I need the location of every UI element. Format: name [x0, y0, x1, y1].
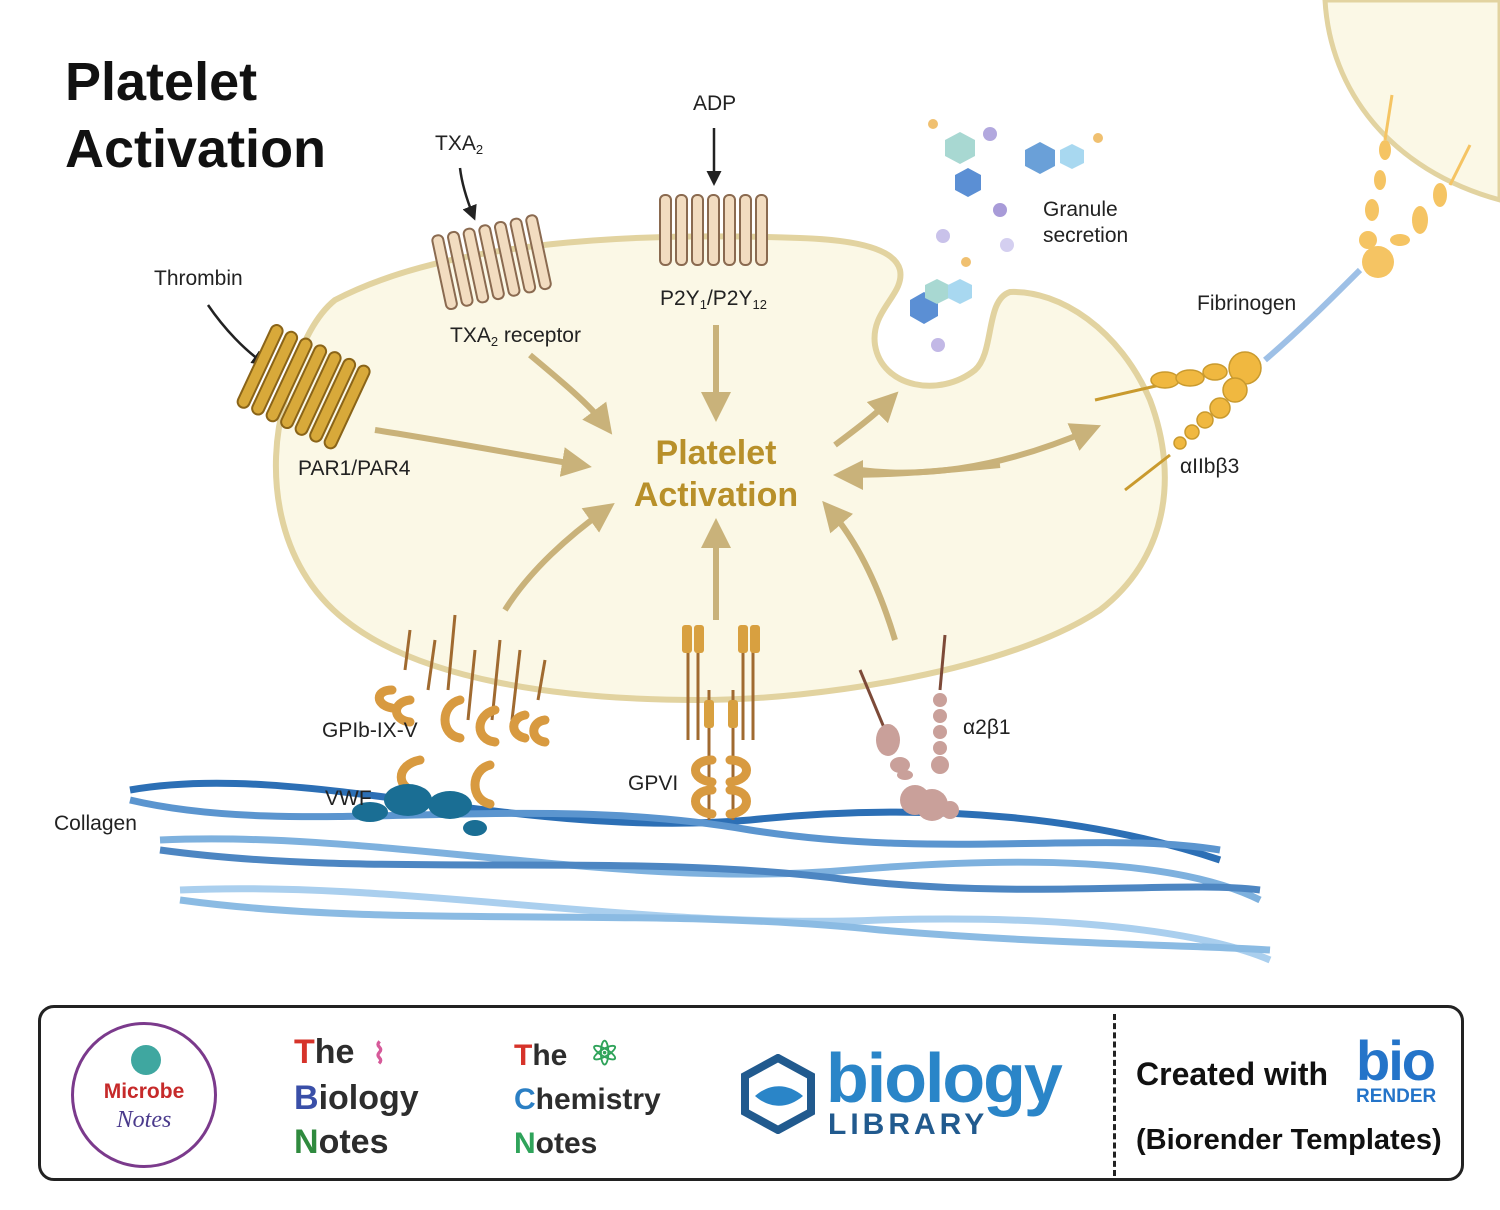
- a2b1-label: α2β1: [963, 716, 1011, 739]
- granule-molecule-icon: [910, 119, 1103, 352]
- fibrinogen-label: Fibrinogen: [1197, 292, 1296, 315]
- adp-label: ADP: [693, 92, 736, 115]
- microbe-notes-label-2: Notes: [116, 1107, 172, 1133]
- vwf-molecule: [352, 784, 487, 836]
- gpvi-receptor: [682, 625, 760, 820]
- neighbor-cell: [1322, 0, 1500, 203]
- txa2-label: TXA2: [435, 132, 483, 157]
- tcn-line-3: Notes: [514, 1127, 598, 1160]
- microbe-icon: [131, 1045, 161, 1075]
- biorender-logo[interactable]: bio: [1356, 1029, 1436, 1092]
- activation-arrows: [374, 325, 1102, 641]
- biorender-subword: RENDER: [1356, 1086, 1437, 1107]
- the-biology-notes-logo[interactable]: The⌇ Biology Notes: [294, 1030, 419, 1164]
- hexagon-logo-icon: [741, 1053, 815, 1135]
- tbn-line-2: Biology: [294, 1079, 419, 1117]
- the-chemistry-notes-logo[interactable]: The⚛ Chemistry Notes: [514, 1034, 661, 1166]
- footer-logos: Microbe Notes The⌇ Biology Notes The⚛ Ch…: [38, 1005, 1464, 1181]
- created-with-text: Created with: [1136, 1056, 1329, 1092]
- biology-library-subword: LIBRARY: [828, 1108, 989, 1141]
- collagen-label: Collagen: [54, 812, 137, 835]
- a2b1-integrin: [858, 634, 959, 821]
- center-label-2: Activation: [634, 476, 798, 514]
- p2y-receptor: [659, 194, 768, 266]
- gpib-domains: [374, 685, 550, 809]
- aiib-label: αIIbβ3: [1180, 455, 1239, 478]
- txa2-receptor: [431, 214, 552, 311]
- microbe-notes-logo[interactable]: Microbe Notes: [71, 1022, 217, 1168]
- biology-library-word[interactable]: biology: [826, 1039, 1063, 1117]
- footer-divider: [1113, 1014, 1116, 1176]
- tcn-line-2: Chemistry: [514, 1083, 661, 1116]
- tbn-line-1: The⌇: [294, 1030, 419, 1076]
- atom-icon: ⚛: [589, 1035, 620, 1073]
- txa2-receptor-label: TXA2 receptor: [450, 324, 581, 349]
- fibrinogen-chain: [1263, 267, 1363, 363]
- tbn-line-3: Notes: [294, 1123, 389, 1161]
- microbe-notes-label-1: Microbe: [103, 1080, 185, 1103]
- gpib-label: GPIb-IX-V: [322, 719, 418, 742]
- biorender-templates-text: (Biorender Templates): [1136, 1124, 1442, 1156]
- title-line-1: Platelet: [65, 52, 257, 112]
- fibrinogen-molecule: [1359, 94, 1472, 278]
- par-receptor: [236, 324, 371, 450]
- vwf-label: VWF: [325, 787, 372, 810]
- center-label-1: Platelet: [656, 434, 777, 472]
- p2y-label: P2Y1/P2Y12: [660, 287, 767, 312]
- collagen-fibers: [129, 779, 1272, 964]
- thrombin-label: Thrombin: [154, 267, 243, 290]
- title-line-2: Activation: [65, 119, 326, 179]
- granule-label-1: Granule: [1043, 198, 1118, 221]
- dna-icon: ⌇: [372, 1038, 387, 1069]
- par-label: PAR1/PAR4: [298, 457, 411, 480]
- tcn-line-1: The⚛: [514, 1035, 620, 1073]
- gpvi-label: GPVI: [628, 772, 678, 795]
- aiib-integrin: [1094, 351, 1262, 492]
- granule-label-2: secretion: [1043, 224, 1128, 247]
- platelet-cell: [272, 233, 1168, 704]
